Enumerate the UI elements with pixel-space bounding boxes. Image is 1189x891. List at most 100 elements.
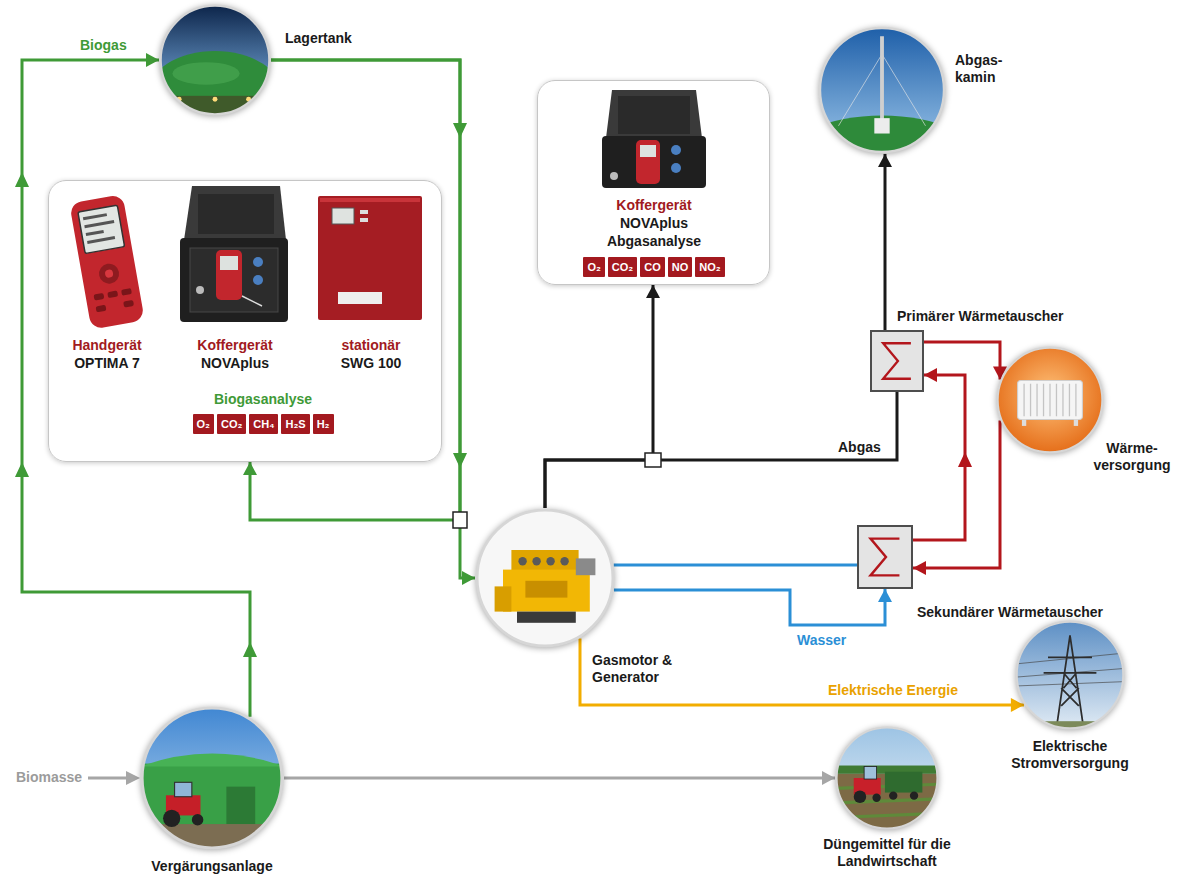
- flow-line: [913, 375, 965, 540]
- node-label: Gasmotor & Generator: [592, 652, 692, 686]
- photo-illustration: [1015, 620, 1125, 730]
- handheld-device: [87, 236, 115, 244]
- photo-illustration: [837, 728, 938, 829]
- photo-illustration: [1023, 384, 1024, 416]
- flow-line: [614, 564, 857, 567]
- flow-line: [545, 285, 653, 508]
- photo-illustration: [1044, 635, 1097, 725]
- handheld-device: [86, 230, 104, 236]
- flow-line: [884, 154, 887, 330]
- portable-case: [180, 186, 288, 322]
- photo-illustration: [835, 726, 939, 830]
- photo-illustration: [1056, 384, 1057, 416]
- photo-illustration: [518, 557, 526, 565]
- photo-illustration: [1024, 384, 1076, 416]
- portable-case: [610, 172, 618, 180]
- photo-illustration: [172, 62, 239, 84]
- photo-illustration: [1015, 620, 1125, 730]
- analysis-panel: KoffergerätNOVAplusAbgasanalyseO₂CO₂CONO…: [537, 80, 770, 285]
- arrow-head: [878, 154, 892, 167]
- node-label: Primärer Wärmetauscher: [897, 308, 1064, 325]
- storage-tank: Lagertank: [159, 4, 271, 116]
- portable-case: [606, 90, 702, 138]
- node-label: Sekundärer Wärmetauscher: [917, 604, 1103, 621]
- handheld-device: [93, 293, 104, 301]
- flow-line: [250, 60, 460, 520]
- biomass-input: [126, 771, 140, 785]
- portable-case: [184, 186, 286, 240]
- node-label: NOVAplus: [620, 215, 688, 232]
- photo-illustration: [226, 787, 255, 824]
- flow-connector: [580, 639, 1024, 712]
- flow-line: [284, 777, 835, 780]
- photo-illustration: [159, 51, 271, 116]
- node-label: Vergärungsanlage: [151, 858, 272, 875]
- flow-connector: [271, 60, 475, 585]
- photo-illustration: [996, 346, 1104, 454]
- gas-name: CO₂: [612, 260, 633, 274]
- portable-case: [602, 90, 706, 188]
- portable-case: [220, 256, 238, 270]
- portable-case: [180, 238, 288, 322]
- node-label: Lagertank: [285, 30, 352, 47]
- photo-illustration: [161, 6, 270, 115]
- portable-case: [242, 296, 262, 306]
- photo-illustration: [885, 772, 922, 793]
- node-label: Abgas- kamin: [955, 52, 1017, 86]
- photo-illustration: [872, 794, 880, 802]
- handheld-device: [84, 220, 114, 228]
- gas-engine: Gasmotor & Generator: [475, 508, 615, 648]
- flow-label: Abgas: [836, 439, 883, 456]
- flow-label: Elektrische Energie: [826, 682, 960, 699]
- photo-illustration: [1022, 419, 1026, 425]
- photo-illustration: [475, 508, 615, 648]
- power-grid: Elektrische Stromversorgung: [1015, 620, 1125, 730]
- node-label: OPTIMA 7: [74, 355, 140, 372]
- photo-illustration: [511, 550, 578, 572]
- node-label: Koffergerät: [197, 337, 272, 354]
- handheld-device: [96, 305, 107, 313]
- flow-connector: [614, 589, 892, 625]
- photo-illustration: [889, 792, 897, 800]
- photo-illustration: [1044, 635, 1097, 725]
- photo-illustration: [1015, 620, 1125, 730]
- node-label: Biogasanalyse: [214, 391, 312, 408]
- flow-connector: [913, 420, 1000, 575]
- arrow-head: [646, 285, 660, 298]
- flow-line: [271, 60, 475, 578]
- flow-direction: [15, 172, 29, 187]
- photo-illustration: [140, 754, 284, 767]
- flow-line: [545, 392, 897, 508]
- photo-illustration: [910, 792, 918, 800]
- photo-illustration: [1043, 384, 1044, 416]
- flow-direction: [243, 642, 257, 657]
- flow-connector: [284, 771, 835, 785]
- handheld-device: [121, 288, 132, 296]
- photo-illustration: [835, 726, 939, 830]
- flow-direction: [453, 123, 467, 138]
- photo-illustration: [1069, 384, 1070, 416]
- node-label: Abgasanalyse: [607, 233, 701, 250]
- stationary-analyser: [332, 208, 354, 224]
- photo-illustration: [998, 348, 1103, 453]
- gas-name: H₂: [317, 417, 330, 431]
- sampling-tee: [645, 453, 661, 467]
- photo-illustration: [525, 581, 567, 598]
- flow-direction: [15, 462, 29, 477]
- heat-exchanger: Primärer Wärmetauscher: [870, 330, 924, 392]
- gas-name: H₂S: [285, 417, 305, 431]
- node-label: Koffergerät: [616, 197, 691, 214]
- arrow-head: [462, 571, 475, 585]
- flow-label: Biogas: [78, 37, 129, 54]
- photo-illustration: [1074, 419, 1078, 425]
- node-label: Wärme- versorgung: [1086, 440, 1178, 474]
- gas-name: O₂: [197, 417, 210, 431]
- gas-name: O₂: [587, 260, 600, 274]
- photo-illustration: [1075, 384, 1076, 416]
- photo-illustration: [475, 508, 615, 648]
- gas-name: NO₂: [699, 260, 720, 274]
- photo-illustration: [835, 726, 939, 830]
- photo-illustration: [192, 814, 204, 826]
- flow-line: [22, 60, 250, 717]
- photo-illustration: [546, 557, 554, 565]
